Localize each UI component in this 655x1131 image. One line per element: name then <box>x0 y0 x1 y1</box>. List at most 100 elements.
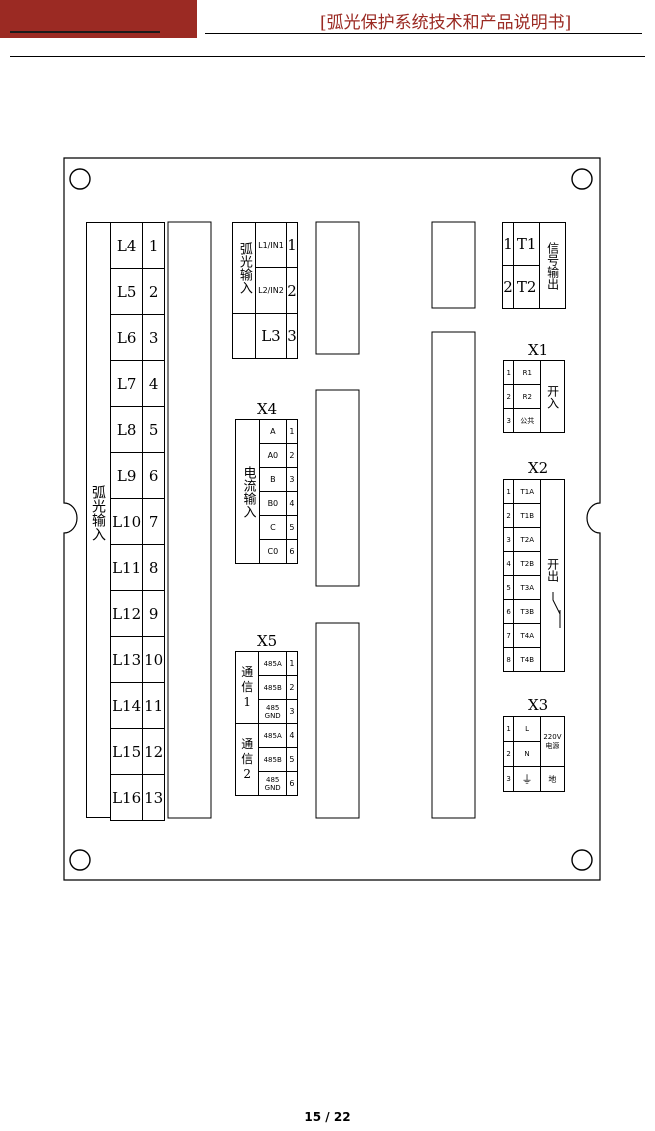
terminal-num: 5 <box>502 575 515 600</box>
terminal-num: 12 <box>142 728 165 775</box>
blank-block-mid-3 <box>315 622 360 819</box>
terminal-num: 1 <box>142 222 165 269</box>
signal-output-label: 信号输出 <box>545 241 560 290</box>
terminal-num: 3 <box>502 766 515 792</box>
terminal-num: 5 <box>285 515 299 540</box>
terminal-num: 1 <box>502 479 515 504</box>
blank-block-mid-2 <box>315 389 360 587</box>
terminal-name: T1A <box>513 479 542 504</box>
page-header-title: [弧光保护系统技术和产品说明书] <box>320 13 572 33</box>
x1-label: 开入 <box>545 384 560 409</box>
arc-input-label: 弧光输入 <box>236 242 252 294</box>
table-row: 3⏚地 <box>502 766 566 792</box>
terminal-name: N <box>513 741 541 767</box>
terminal-num: 1 <box>502 716 515 742</box>
terminal-num: 4 <box>502 551 515 576</box>
terminal-name: L3 <box>254 313 288 359</box>
terminal-num: 1 <box>285 651 299 676</box>
terminal-name: 485A <box>258 651 287 676</box>
terminal-num: 5 <box>285 747 299 772</box>
terminal-name: T3A <box>513 575 542 600</box>
terminal-num: 1 <box>502 222 514 266</box>
x3-ground-label: 地 <box>539 766 566 792</box>
terminal-name: L11 <box>109 544 144 591</box>
x2-title: X2 <box>528 459 549 477</box>
x3-title: X3 <box>528 696 549 714</box>
terminal-name: L <box>513 716 541 742</box>
mount-hole-bottom-right <box>571 849 593 871</box>
terminal-name: R1 <box>513 360 542 385</box>
x2-label: 开出 <box>545 558 560 582</box>
arc-input-left-label: 弧光输入 <box>90 485 106 541</box>
terminal-name: L12 <box>109 590 144 637</box>
terminal-name: T2A <box>513 527 542 552</box>
x4-title: X4 <box>257 400 278 418</box>
terminal-num: 7 <box>142 498 165 545</box>
terminal-num: 3 <box>286 313 298 359</box>
terminal-num: 2 <box>502 384 515 409</box>
terminal-name: 485 GND <box>258 771 287 796</box>
terminal-name: 485A <box>258 723 287 748</box>
terminal-name: C0 <box>258 539 287 564</box>
x4-label-cell: 电流输入 <box>235 419 260 564</box>
terminal-num: 7 <box>502 623 515 648</box>
terminal-name: T4B <box>513 647 542 672</box>
terminal-num: 3 <box>502 527 515 552</box>
x5-group1-label: 通信1 <box>241 665 254 709</box>
terminal-num: 5 <box>142 406 165 453</box>
header-rule-lower <box>10 56 645 57</box>
ground-icon: ⏚ <box>513 766 541 792</box>
terminal-name: 485B <box>258 675 287 700</box>
terminal-name: L10 <box>109 498 144 545</box>
terminal-name: B <box>258 467 287 492</box>
mount-hole-bottom-left <box>69 849 91 871</box>
blank-block-mid-1 <box>315 221 360 355</box>
terminal-num: 3 <box>285 699 299 724</box>
blank-block-left <box>167 221 212 819</box>
terminal-name: L2/IN2 <box>254 267 288 314</box>
terminal-num: 10 <box>142 636 165 683</box>
terminal-num: 2 <box>502 503 515 528</box>
terminal-num: 8 <box>502 647 515 672</box>
terminal-name: T1B <box>513 503 542 528</box>
terminal-name: L13 <box>109 636 144 683</box>
terminal-num: 6 <box>142 452 165 499</box>
x5-group2-label: 通信2 <box>241 737 254 781</box>
terminal-name: T4A <box>513 623 542 648</box>
x3-power-label: 220V电源 <box>539 716 566 767</box>
terminal-name: L9 <box>109 452 144 499</box>
terminal-num: 4 <box>142 360 165 407</box>
header-rule <box>205 33 642 34</box>
blank-block-right-2 <box>431 331 476 819</box>
terminal-num: 3 <box>142 314 165 361</box>
terminal-name: L16 <box>109 774 144 821</box>
terminal-num: 3 <box>502 408 515 433</box>
terminal-num: 4 <box>285 491 299 516</box>
terminal-name: L8 <box>109 406 144 453</box>
header-red-underline <box>10 31 160 33</box>
